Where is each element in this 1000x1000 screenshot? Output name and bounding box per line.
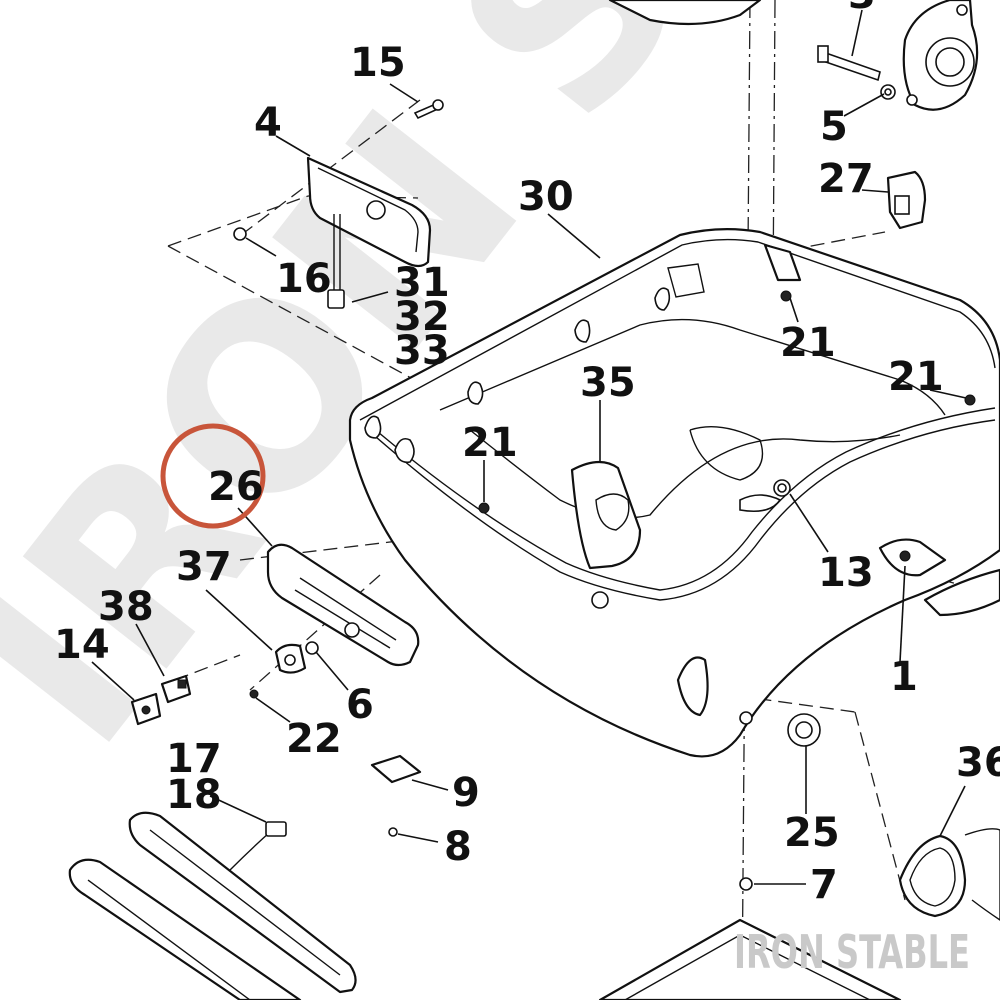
brand-watermark: IRON STABLE	[734, 925, 970, 979]
light-housing-4	[306, 156, 432, 309]
callout-25: 25	[784, 810, 840, 856]
washer-5	[880, 84, 896, 100]
plate-9	[370, 754, 422, 784]
trim-rail-lower	[68, 858, 302, 1000]
mount-plate-top-right	[902, 0, 979, 111]
bolt-15	[413, 99, 444, 120]
callout-33: 33	[394, 328, 450, 374]
grommet-13	[773, 479, 791, 497]
latch-handle-26	[266, 543, 420, 667]
leader-lines	[91, 9, 967, 885]
screw-16	[233, 227, 247, 241]
callout-36: 36	[956, 740, 1000, 786]
lock-cam-37	[274, 643, 307, 674]
callout-13: 13	[818, 550, 874, 596]
screw-8	[388, 827, 398, 837]
top-cover-fragment	[608, 0, 762, 26]
frame-bottom	[598, 918, 902, 1000]
screw-22	[249, 689, 259, 699]
callout-1: 1	[890, 654, 918, 700]
callout-35: 35	[580, 360, 636, 406]
callout-21-right: 21	[888, 354, 944, 400]
callout-27: 27	[818, 156, 874, 202]
callout-31: 31	[394, 260, 450, 306]
callout-17: 17	[166, 736, 222, 782]
callout-8: 8	[444, 824, 472, 870]
clip-14	[130, 692, 162, 726]
seal-36	[898, 828, 1000, 921]
callout-37: 37	[176, 544, 232, 590]
screws-21	[478, 290, 976, 514]
nut-7	[739, 877, 753, 891]
clip-38	[160, 674, 192, 704]
highlight-circle	[160, 423, 266, 529]
saddlebag-body	[348, 228, 1000, 758]
callout-6: 6	[346, 682, 374, 728]
grommet-25	[787, 713, 821, 747]
callout-32: 32	[394, 294, 450, 340]
callout-4: 4	[254, 100, 282, 146]
callout-7: 7	[810, 862, 838, 908]
callout-30: 30	[518, 174, 574, 220]
trim-rail-17	[128, 811, 357, 994]
bracket-1	[878, 538, 1000, 617]
bolt-3	[817, 45, 881, 82]
part-labels: 3 15 4 5 30 27 16 31 32 33 21 21 35 21 2…	[54, 0, 1000, 908]
callout-38: 38	[98, 584, 154, 630]
callout-14: 14	[54, 622, 110, 668]
callout-5: 5	[820, 104, 848, 150]
nut-6	[305, 641, 319, 655]
callout-16: 16	[276, 256, 332, 302]
inner-bracket-35	[570, 460, 642, 570]
callout-21-top: 21	[780, 320, 836, 366]
callout-9: 9	[452, 770, 480, 816]
callout-15: 15	[350, 40, 406, 86]
callout-3: 3	[848, 0, 876, 18]
latch-27	[886, 170, 927, 230]
callout-21-left: 21	[462, 420, 518, 466]
callout-26: 26	[208, 464, 264, 510]
callout-18: 18	[166, 772, 222, 818]
callout-22: 22	[286, 716, 342, 762]
